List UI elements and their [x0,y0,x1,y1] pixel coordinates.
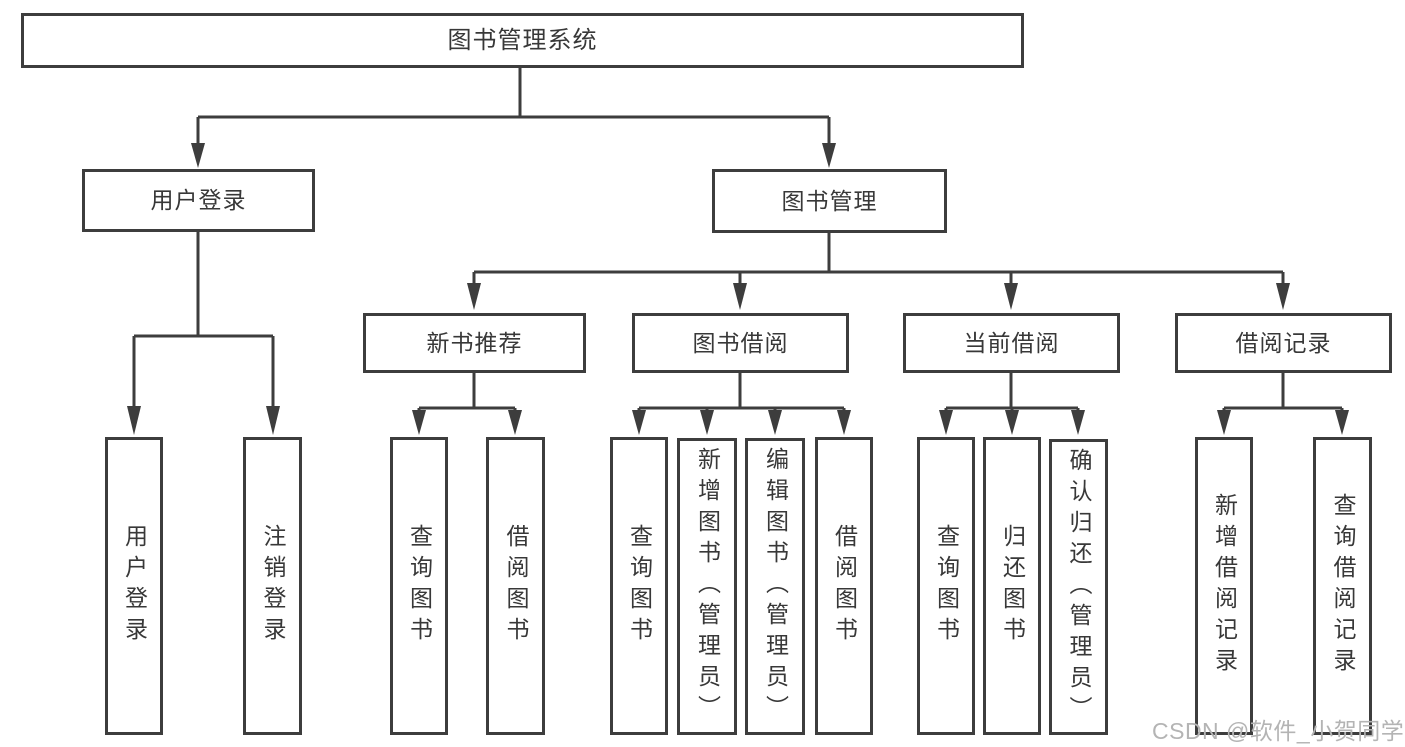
node-leaf-query-books-1: 查询图书 [390,437,448,735]
node-leaf-query-books-3: 查询图书 [917,437,975,735]
node-leaf-edit-books-admin: 编辑图书（管理员） [745,438,805,735]
node-library-management-system: 图书管理系统 [21,13,1024,68]
connector-current-borrowing-to-children [939,373,1085,435]
node-current-borrowing: 当前借阅 [903,313,1120,373]
node-leaf-borrow-books-2: 借阅图书 [815,437,873,735]
connector-book-borrowing-to-children [632,373,851,435]
node-leaf-query-borrow-record: 查询借阅记录 [1313,437,1372,735]
node-leaf-borrow-books-1: 借阅图书 [486,437,545,735]
connector-borrowing-records-to-children [1217,373,1349,435]
node-leaf-logout: 注销登录 [243,437,302,735]
node-user-login: 用户登录 [82,169,315,232]
connector-new-book-recommendation-to-children [412,373,522,435]
connector-root-to-level2 [191,68,836,168]
node-leaf-add-borrow-record: 新增借阅记录 [1195,437,1253,735]
node-new-book-recommendation: 新书推荐 [363,313,586,373]
connector-user-login-to-children [127,232,280,435]
node-leaf-add-books-admin: 新增图书（管理员） [677,438,737,735]
connector-book-management-to-level3 [467,233,1290,310]
csdn-watermark: CSDN @软件_小贺同学 [1152,718,1405,744]
node-leaf-user-login: 用户登录 [105,437,163,735]
node-book-management: 图书管理 [712,169,947,233]
node-leaf-return-books: 归还图书 [983,437,1041,735]
node-leaf-confirm-return-admin: 确认归还（管理员） [1049,439,1108,735]
node-book-borrowing: 图书借阅 [632,313,849,373]
node-leaf-query-books-2: 查询图书 [610,437,668,735]
node-borrowing-records: 借阅记录 [1175,313,1392,373]
